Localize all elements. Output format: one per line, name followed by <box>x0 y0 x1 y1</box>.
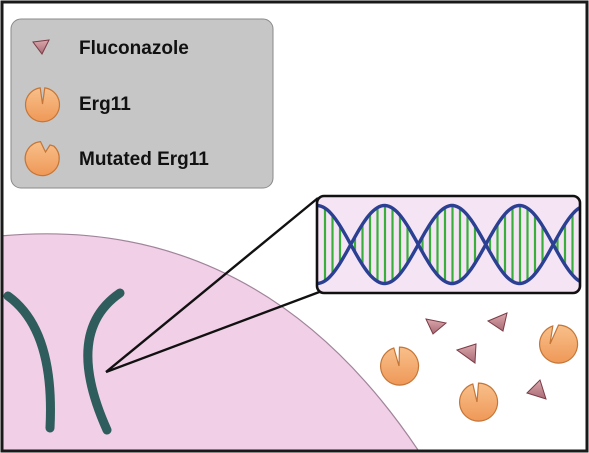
fluconazole-triangle-icon <box>486 312 508 332</box>
chromosome-left-strand <box>3 291 55 433</box>
fluconazole-molecules <box>425 312 547 400</box>
legend-label-mutated-erg11: Mutated Erg11 <box>79 149 209 170</box>
erg11-enzyme-icon <box>379 346 420 386</box>
legend-label-erg11: Erg11 <box>79 94 131 115</box>
fluconazole-triangle-icon <box>455 343 477 364</box>
legend: Fluconazole Erg11 Mutated Erg11 <box>10 18 274 189</box>
zoom-lines <box>105 197 323 374</box>
legend-label-fluconazole: Fluconazole <box>79 38 189 59</box>
dna-strand-b <box>317 203 580 286</box>
mutated-erg11-enzyme-icon <box>24 140 60 177</box>
legend-box <box>10 18 274 189</box>
fluconazole-triangle-icon <box>425 318 448 335</box>
nucleus <box>3 233 419 450</box>
erg11-enzyme-icon <box>538 324 579 364</box>
zoom-line-lower <box>105 289 323 374</box>
dna-inset-panel <box>317 196 580 293</box>
chromosome <box>3 288 125 435</box>
erg11-enzyme-icon <box>458 382 499 422</box>
dna-strand-a <box>317 203 580 286</box>
erg11-enzymes <box>379 324 579 422</box>
fluconazole-triangle-icon <box>32 39 50 55</box>
dna-inset-border <box>315 194 582 295</box>
zoom-line-upper <box>105 197 319 373</box>
chromosome-right-strand <box>83 288 125 435</box>
erg11-enzyme-icon <box>24 87 61 123</box>
fluconazole-triangle-icon <box>526 379 547 400</box>
dna-inset <box>315 194 582 295</box>
